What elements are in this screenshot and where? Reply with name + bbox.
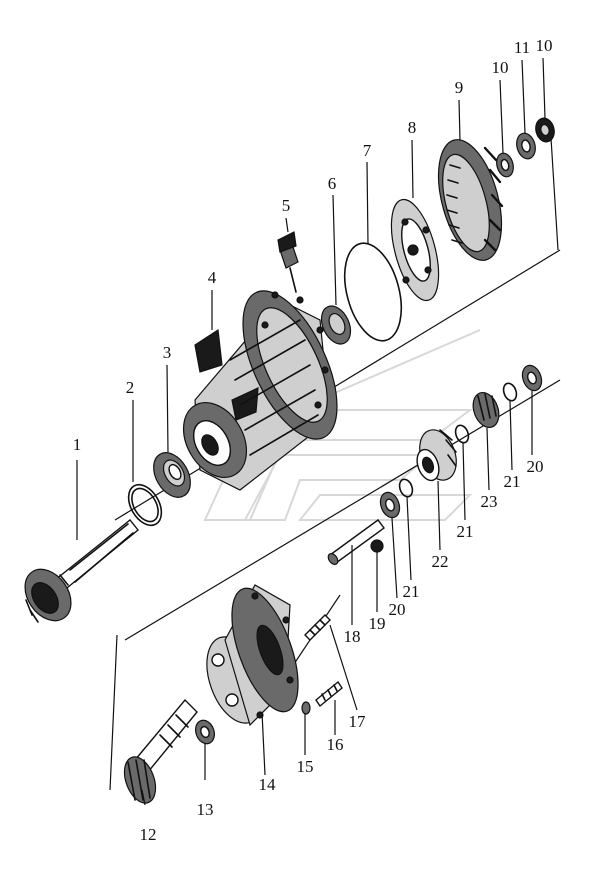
part-2-snap-ring [127,483,163,527]
part-4-differential-housing [182,290,338,491]
part-21-washer-a [398,478,414,498]
callout-9: 9 [455,78,464,97]
part-20-thrust-washer-b [521,364,543,392]
part-15-pin [301,701,311,715]
callout-20-a: 20 [389,600,406,619]
part-18-cross-shaft [327,519,385,566]
callout-5: 5 [282,196,291,215]
callout-1: 1 [73,435,82,454]
callout-leaders [76,57,546,806]
part-23-pinion-gear [472,391,500,429]
callout-21-a: 21 [403,582,420,601]
callout-12: 12 [140,825,157,844]
callout-8: 8 [408,118,417,137]
callout-4: 4 [208,268,217,287]
callout-11: 11 [514,38,530,57]
callout-21-c: 21 [504,472,521,491]
callout-16: 16 [327,735,344,754]
part-5-bolt [277,231,299,293]
callout-14: 14 [259,775,277,794]
part-10-washer-a [496,152,514,178]
part-16-pinion-pin [315,680,343,708]
part-20-thrust-washer-a [379,491,401,519]
callout-19: 19 [369,614,386,633]
part-1-drive-pinion-shaft [24,519,139,623]
callout-7: 7 [363,141,372,160]
part-3-bearing [153,452,191,498]
part-12-spline-shaft [123,698,198,804]
callout-labels: 1 2 3 4 5 6 7 8 9 10 11 10 12 13 14 15 1… [73,36,553,844]
part-19-ball [370,539,384,553]
part-22-gear [416,429,457,482]
callout-10-b: 10 [536,36,553,55]
part-10-washer-b [535,117,555,143]
callout-6: 6 [328,174,337,193]
part-14-differential-case [206,584,299,727]
callout-20-b: 20 [527,457,544,476]
part-7-retaining-ring [343,242,403,342]
callout-10-a: 10 [492,58,509,77]
part-13-nut [194,719,216,745]
callout-18: 18 [344,627,361,646]
callout-22: 22 [432,552,449,571]
callout-23: 23 [481,492,498,511]
part-17-spring-pin [304,614,331,641]
callout-17: 17 [349,712,367,731]
callout-2: 2 [126,378,135,397]
part-9-ring-gear [437,139,504,261]
callout-13: 13 [197,800,214,819]
part-8-flange-plate [390,198,440,302]
part-6-bearing-cup [320,305,352,345]
callout-15: 15 [297,757,314,776]
callout-21-b: 21 [457,522,474,541]
part-21-washer-b [454,424,470,444]
callout-3: 3 [163,343,172,362]
part-21-washer-c [502,382,518,402]
part-11-washer [516,132,536,160]
